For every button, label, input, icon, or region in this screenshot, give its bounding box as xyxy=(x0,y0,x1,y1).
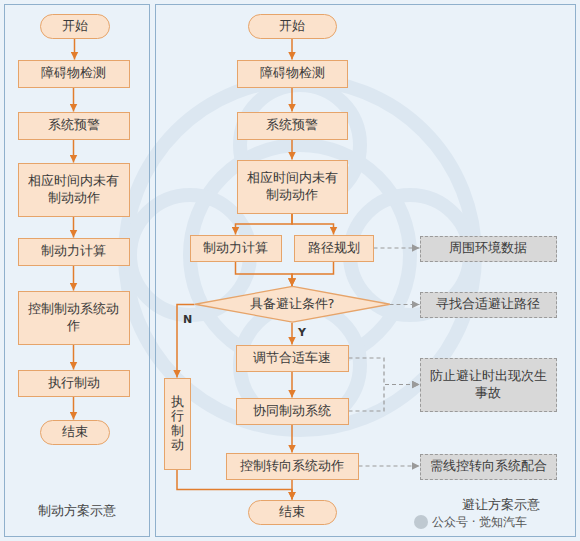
flow-arrow xyxy=(291,88,293,112)
process-box: 执行制动 xyxy=(18,370,130,397)
terminal-pill: 开始 xyxy=(40,14,110,39)
decision-diamond: 具备避让条件? xyxy=(195,286,390,323)
terminal-pill: 结束 xyxy=(40,420,110,445)
process-box: 控制转向系统动作 xyxy=(226,453,359,480)
node-text: 执行制动 xyxy=(171,395,184,452)
node-text: 协同制动系统 xyxy=(253,403,331,419)
flow-arrow xyxy=(73,88,75,112)
terminal-pill: 开始 xyxy=(248,14,337,39)
dashed-connector xyxy=(374,247,420,248)
flow-arrow xyxy=(292,262,334,287)
process-box: 制动力计算 xyxy=(18,238,130,266)
node-text: 系统预警 xyxy=(266,117,318,133)
dashed-connector xyxy=(390,304,420,305)
flow-arrow xyxy=(73,140,75,163)
note-box: 需线控转向系统配合 xyxy=(420,454,557,480)
note-box: 周围环境数据 xyxy=(420,236,557,262)
panel-caption: 制动方案示意 xyxy=(5,502,148,520)
node-text: 执行制动 xyxy=(48,375,100,391)
process-box: 路径规划 xyxy=(294,235,374,262)
node-text: 结束 xyxy=(279,504,305,520)
dashed-connector xyxy=(349,385,420,412)
panel-caption: 避让方案示意 xyxy=(446,496,556,514)
flow-arrow xyxy=(291,372,293,398)
process-box: 相应时间内未有制动动作 xyxy=(237,160,348,214)
node-text: 控制制动系统动作 xyxy=(23,301,125,334)
process-box: 系统预警 xyxy=(237,112,348,140)
branch-label: Y xyxy=(298,326,306,339)
flow-arrow xyxy=(177,305,195,378)
node-text: 防止避让时出现次生事故 xyxy=(425,368,552,401)
node-text: 相应时间内未有制动动作 xyxy=(242,170,343,203)
flow-arrow xyxy=(73,345,75,370)
flow-arrow xyxy=(291,39,293,60)
branch-label: N xyxy=(183,313,192,326)
flow-arrow xyxy=(73,397,75,420)
flow-arrow xyxy=(236,262,293,287)
flow-arrow xyxy=(73,217,75,238)
watermark-text: 公众号 · 觉知汽车 xyxy=(432,514,527,531)
note-box: 防止避让时出现次生事故 xyxy=(420,358,557,412)
node-text: 具备避让条件? xyxy=(250,296,335,312)
node-text: 路径规划 xyxy=(308,240,360,256)
node-text: 障碍物检测 xyxy=(41,65,106,81)
node-text: 周围环境数据 xyxy=(449,240,527,256)
process-box: 系统预警 xyxy=(18,112,130,140)
terminal-pill: 结束 xyxy=(248,500,337,525)
note-box: 寻找合适避让路径 xyxy=(420,292,557,318)
dashed-connector xyxy=(359,465,420,466)
node-text: 相应时间内未有制动动作 xyxy=(23,173,125,206)
node-text: 结束 xyxy=(62,424,88,440)
flow-arrow xyxy=(73,266,75,291)
wechat-icon xyxy=(414,515,428,529)
node-text: 制动力计算 xyxy=(203,240,268,256)
flow-arrow xyxy=(291,425,293,453)
process-box: 障碍物检测 xyxy=(237,60,348,88)
node-text: 寻找合适避让路径 xyxy=(436,296,540,312)
node-text: 障碍物检测 xyxy=(260,65,325,81)
flow-arrow xyxy=(292,214,334,235)
node-text: 开始 xyxy=(62,18,88,34)
node-text: 系统预警 xyxy=(48,117,100,133)
node-text: 制动力计算 xyxy=(41,243,106,259)
process-box-vertical: 执行制动 xyxy=(164,378,191,470)
flow-panel: 避让方案示意 开始障碍物检测系统预警相应时间内未有制动动作制动力计算 路径规划 周围环… xyxy=(155,4,576,537)
flow-arrow xyxy=(291,140,293,160)
process-box: 控制制动系统动作 xyxy=(18,291,130,345)
node-text: 开始 xyxy=(279,18,305,34)
process-box: 制动力计算 xyxy=(190,235,282,262)
flow-panel: 制动方案示意开始障碍物检测系统预警相应时间内未有制动动作制动力计算控制制动系统动… xyxy=(4,4,150,537)
node-text: 需线控转向系统配合 xyxy=(430,458,547,474)
process-box: 协同制动系统 xyxy=(236,398,349,425)
flow-arrow xyxy=(74,39,76,60)
process-box: 障碍物检测 xyxy=(18,60,130,88)
process-box: 调节合适车速 xyxy=(236,345,349,372)
flow-arrow xyxy=(236,214,293,235)
flow-arrow xyxy=(291,323,293,345)
node-text: 控制转向系统动作 xyxy=(240,458,344,474)
process-box: 相应时间内未有制动动作 xyxy=(18,163,130,217)
node-text: 调节合适车速 xyxy=(253,350,331,366)
dashed-connector xyxy=(349,358,420,385)
